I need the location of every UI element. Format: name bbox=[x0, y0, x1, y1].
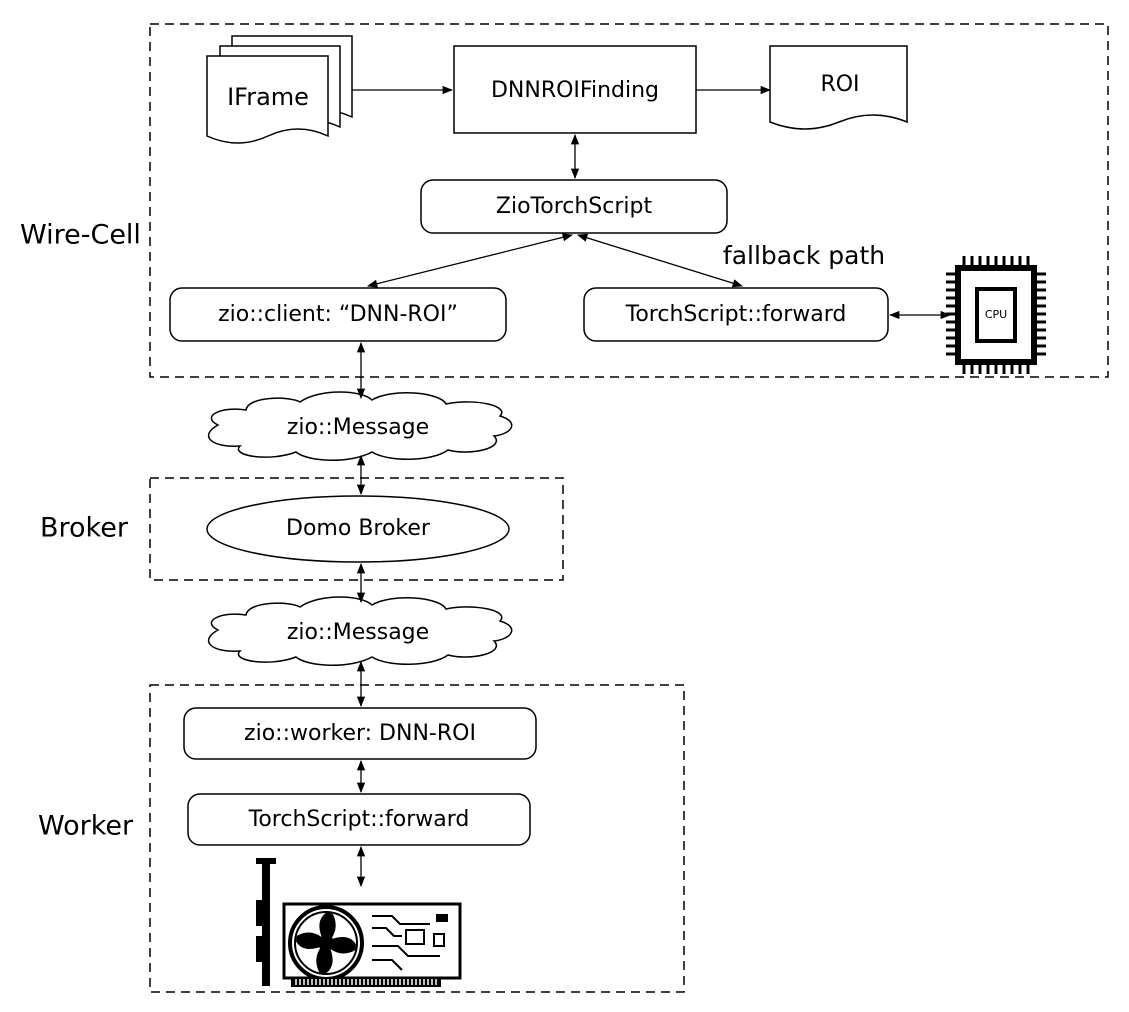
dnnroifinding-box bbox=[453, 45, 697, 134]
zio-message-bottom-label: zio::Message bbox=[287, 620, 429, 645]
domo-broker-node bbox=[206, 495, 510, 563]
cpu-label: CPU bbox=[985, 308, 1007, 321]
ziotorchscript-box bbox=[420, 179, 728, 234]
roi-label: ROI bbox=[820, 72, 859, 97]
zio-client-label: zio::client: “DNN-ROI” bbox=[218, 302, 458, 327]
wirecell-group bbox=[149, 23, 1109, 378]
torchscript-forward-top-box bbox=[583, 287, 889, 342]
broker-label: Broker bbox=[40, 513, 129, 544]
dnnroifinding-label: DNNROIFinding bbox=[491, 78, 659, 103]
fallback-path-label: fallback path bbox=[723, 241, 885, 270]
zio-client-box bbox=[169, 287, 507, 342]
arrow-ziotorchscript-torchscript-top bbox=[577, 233, 743, 288]
ziotorchscript-label: ZioTorchScript bbox=[496, 194, 653, 219]
zio-worker-box bbox=[183, 707, 537, 760]
iframe-label: IFrame bbox=[227, 83, 309, 111]
torchscript-forward-bottom-label: TorchScript::forward bbox=[248, 807, 470, 832]
domo-broker-label: Domo Broker bbox=[286, 516, 431, 541]
roi-document-icon bbox=[769, 45, 908, 130]
zio-message-top-cloud bbox=[207, 391, 513, 461]
zio-worker-label: zio::worker: DNN-ROI bbox=[244, 721, 476, 746]
worker-label: Worker bbox=[38, 811, 134, 842]
cpu-chip-icon bbox=[946, 256, 1046, 374]
zio-message-top-label: zio::Message bbox=[287, 415, 429, 440]
broker-group bbox=[149, 477, 564, 581]
zio-message-bottom-cloud bbox=[207, 596, 513, 666]
connectors bbox=[352, 85, 952, 888]
torchscript-forward-top-label: TorchScript::forward bbox=[625, 302, 847, 327]
arrow-ziotorchscript-zioclient bbox=[366, 233, 574, 288]
gpu-card-icon bbox=[256, 858, 462, 987]
wirecell-label: Wire-Cell bbox=[20, 220, 141, 251]
torchscript-forward-bottom-box bbox=[187, 793, 531, 846]
iframe-document-stack-icon bbox=[206, 35, 353, 144]
